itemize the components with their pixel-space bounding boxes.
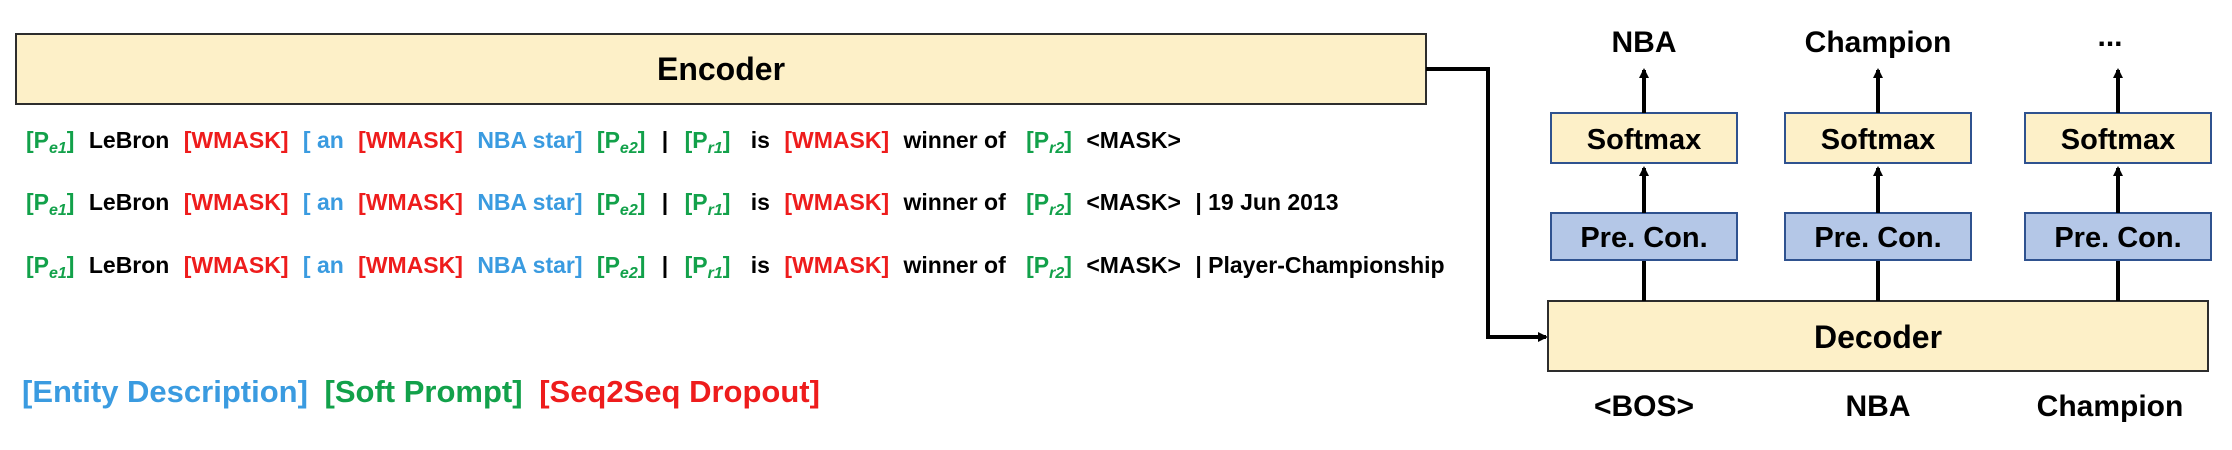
precon-label: Pre. Con.	[1814, 222, 1941, 254]
prompt-line-2: [Pe1] LeBron [WMASK] [ an [WMASK] NBA st…	[26, 189, 1339, 219]
mask-token: <MASK>	[1086, 189, 1181, 215]
encoder-to-decoder-arrow	[1426, 67, 1548, 342]
decoder-input-token: Champion	[2037, 390, 2184, 423]
precon-box	[1784, 212, 1972, 261]
mask-token: <MASK>	[1086, 127, 1181, 153]
precon-label: Pre. Con.	[2054, 222, 2181, 254]
precon-label: Pre. Con.	[1580, 222, 1707, 254]
softmax-label: Softmax	[1587, 124, 1701, 156]
wmask-token: [WMASK]	[358, 189, 463, 215]
wmask-token: [WMASK]	[784, 252, 889, 278]
wmask-token: [WMASK]	[784, 127, 889, 153]
soft-prompt-e2: [Pe2]	[597, 127, 645, 157]
decoder-label: Decoder	[1814, 319, 1942, 355]
decoder-input-token: <BOS>	[1594, 390, 1694, 423]
legend: [Entity Description] [Soft Prompt] [Seq2…	[22, 374, 820, 409]
wmask-token: [WMASK]	[184, 189, 289, 215]
wmask-token: [WMASK]	[358, 127, 463, 153]
decoder-column-1: Pre. Con. Softmax NBA <BOS>	[1550, 26, 1738, 423]
soft-prompt-r1: [Pr1]	[685, 252, 731, 282]
decoder-input-token: NBA	[1846, 390, 1911, 423]
relation-word: is	[751, 252, 770, 278]
prompt-line-1: [Pe1] LeBron [WMASK] [ an [WMASK] NBA st…	[26, 127, 1181, 157]
decoder-block: Decoder	[1547, 300, 2209, 372]
entity-name: LeBron	[89, 189, 170, 215]
softmax-label: Softmax	[2061, 124, 2175, 156]
soft-prompt-e1: [Pe1]	[26, 189, 74, 219]
decoder-column-3: Pre. Con. Softmax ... Champion	[2024, 20, 2212, 423]
wmask-token: [WMASK]	[358, 252, 463, 278]
soft-prompt-r2: [Pr2]	[1026, 189, 1072, 219]
soft-prompt-e1: [Pe1]	[26, 252, 74, 282]
encoder-block: Encoder	[15, 33, 1427, 105]
relation-word: winner of	[903, 127, 1007, 153]
decoder-box	[1547, 300, 2209, 372]
description-close: NBA star]	[477, 127, 582, 153]
relation-word: winner of	[903, 189, 1007, 215]
description-open: [ an	[303, 189, 344, 215]
wmask-token: [WMASK]	[784, 189, 889, 215]
prompt-line-3: [Pe1] LeBron [WMASK] [ an [WMASK] NBA st…	[26, 252, 1445, 282]
soft-prompt-e1: [Pe1]	[26, 127, 74, 157]
softmax-box	[1784, 112, 1972, 164]
description-open: [ an	[303, 127, 344, 153]
description-close: NBA star]	[477, 252, 582, 278]
time-suffix: | 19 Jun 2013	[1195, 189, 1338, 215]
description-close: NBA star]	[477, 189, 582, 215]
legend-seq2seq-dropout: [Seq2Seq Dropout]	[539, 374, 820, 409]
legend-soft-prompt: [Soft Prompt]	[325, 374, 523, 409]
soft-prompt-r1: [Pr1]	[685, 189, 731, 219]
entity-name: LeBron	[89, 127, 170, 153]
softmax-label: Softmax	[1821, 124, 1935, 156]
soft-prompt-r1: [Pr1]	[685, 127, 731, 157]
entity-name: LeBron	[89, 252, 170, 278]
encoder-label: Encoder	[657, 51, 785, 87]
wmask-token: [WMASK]	[184, 252, 289, 278]
soft-prompt-r2: [Pr2]	[1026, 252, 1072, 282]
relation-word: is	[751, 127, 770, 153]
mask-token: <MASK>	[1086, 252, 1181, 278]
precon-box	[2024, 212, 2212, 261]
description-open: [ an	[303, 252, 344, 278]
soft-prompt-r2: [Pr2]	[1026, 127, 1072, 157]
encoder-box	[15, 33, 1427, 105]
legend-entity-description: [Entity Description]	[22, 374, 308, 409]
relation-word: is	[751, 189, 770, 215]
softmax-box	[2024, 112, 2212, 164]
output-token: Champion	[1805, 26, 1952, 59]
separator: |	[662, 189, 668, 215]
wmask-token: [WMASK]	[184, 127, 289, 153]
type-suffix: | Player-Championship	[1195, 252, 1444, 278]
decoder-column-2: Pre. Con. Softmax Champion NBA	[1784, 26, 1972, 423]
output-token: ...	[2097, 20, 2122, 53]
separator: |	[662, 127, 668, 153]
relation-word: winner of	[903, 252, 1007, 278]
soft-prompt-e2: [Pe2]	[597, 252, 645, 282]
output-token: NBA	[1612, 26, 1677, 59]
soft-prompt-e2: [Pe2]	[597, 189, 645, 219]
separator: |	[662, 252, 668, 278]
